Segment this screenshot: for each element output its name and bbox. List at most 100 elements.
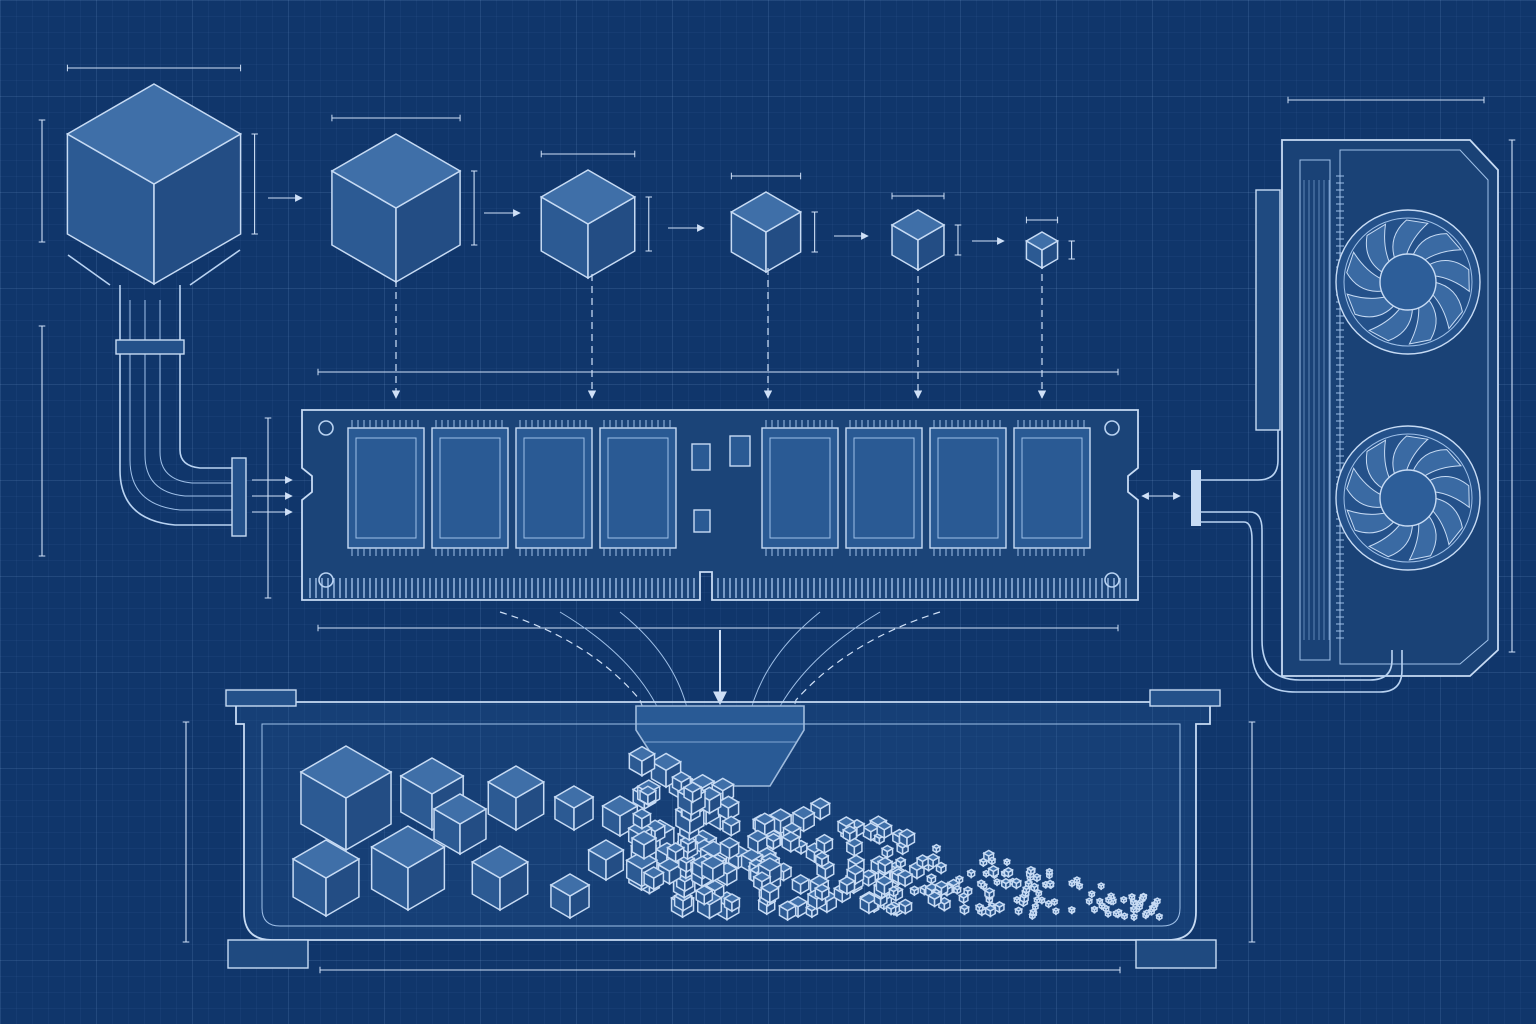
- pile-cube: [1072, 876, 1082, 885]
- ram-chip: [515, 420, 593, 556]
- pile-cube: [1029, 882, 1040, 893]
- pile-cube: [1075, 882, 1084, 891]
- intake-pipe: [38, 249, 293, 557]
- pile-cube: [957, 892, 970, 905]
- pile-cube: [757, 857, 783, 886]
- pile-cube: [1119, 895, 1128, 905]
- smd-component: [693, 509, 711, 533]
- pile-cube: [1010, 877, 1023, 890]
- pile-cube: [1032, 896, 1042, 905]
- pile-cube: [934, 861, 948, 875]
- cube-sequence: [38, 64, 1075, 286]
- fan: [1335, 425, 1481, 571]
- pile-cube: [777, 900, 798, 922]
- pile-cube: [1021, 884, 1032, 895]
- pile-cube: [299, 745, 393, 852]
- pile-cube: [780, 831, 801, 853]
- pile-cube: [860, 869, 877, 888]
- pile-cube: [718, 836, 741, 860]
- pile-cube: [887, 885, 900, 898]
- pile-cube: [370, 825, 446, 912]
- pile-cube: [1087, 890, 1096, 899]
- pile-cube: [1090, 905, 1099, 914]
- pile-cube: [974, 902, 985, 913]
- pile-cube: [966, 868, 977, 879]
- pile-cube: [976, 879, 986, 889]
- pile-cube: [909, 885, 920, 897]
- fan-blade: [1427, 476, 1470, 509]
- pile-cube: [874, 875, 895, 896]
- pile-cube: [1045, 867, 1054, 877]
- pile-cube: [790, 874, 811, 896]
- pile-cube: [894, 856, 907, 869]
- fan-blade: [1368, 306, 1414, 342]
- ram-chip: [929, 420, 1007, 556]
- ram-chip: [431, 420, 509, 556]
- fan: [1335, 209, 1481, 355]
- pile-cube: [1026, 865, 1036, 876]
- pile-cube: [897, 898, 914, 915]
- pile-cube: [666, 842, 686, 864]
- pile-cube: [885, 903, 898, 916]
- pile-cube: [627, 745, 657, 777]
- ram-chip: [599, 420, 677, 556]
- pile-cube: [694, 885, 714, 906]
- pile-cube: [1045, 879, 1055, 889]
- pile-cube: [838, 875, 856, 896]
- fan-hub: [1379, 253, 1437, 311]
- pile-cube: [1149, 903, 1159, 912]
- pile-cube: [896, 869, 914, 888]
- pipe-flange: [231, 457, 247, 537]
- tank-foot: [1135, 939, 1217, 969]
- pile-cube: [723, 893, 741, 913]
- fan-blade: [1392, 435, 1429, 477]
- ram-pcb: [301, 409, 1139, 601]
- pile-cube: [759, 881, 781, 905]
- fan-blade: [1346, 467, 1385, 508]
- pile-cube: [952, 885, 963, 895]
- pile-cube: [630, 830, 658, 861]
- pile-cube: [898, 828, 916, 848]
- sequence-cube: [65, 83, 243, 286]
- sequence-cube: [1024, 231, 1060, 270]
- pile-cube: [1014, 906, 1024, 916]
- pile-cube: [1112, 909, 1121, 918]
- tank-foot: [227, 939, 309, 969]
- pile-cube: [993, 901, 1006, 914]
- mount-hole: [318, 420, 334, 436]
- gpu-fans: [1335, 209, 1481, 571]
- fan-blade: [1430, 281, 1463, 330]
- pile-cube: [931, 843, 942, 854]
- pile-cube: [815, 833, 834, 855]
- pile-cube: [875, 820, 893, 840]
- pile-cube: [1120, 912, 1129, 921]
- tank-rim: [225, 689, 297, 707]
- fan-blade: [1408, 298, 1437, 345]
- pile-cube: [1097, 882, 1106, 891]
- fan-hub: [1379, 469, 1437, 527]
- gpu-heatsink-fins: [1303, 175, 1344, 640]
- pile-cube: [1129, 898, 1138, 907]
- fan-blade: [1411, 449, 1463, 478]
- pile-cube: [1142, 909, 1151, 918]
- pile-cube: [992, 878, 1002, 887]
- pile-cube: [880, 844, 895, 859]
- smd-component: [729, 435, 751, 467]
- pile-cube: [987, 856, 997, 866]
- pile-cube: [978, 857, 989, 868]
- cube-flow-arrows: [268, 194, 1005, 245]
- drop-lines: [391, 262, 1047, 399]
- fan-blade: [1346, 293, 1396, 318]
- pile-cube: [642, 866, 665, 891]
- pile-cube: [1155, 912, 1164, 922]
- pile-cube: [1050, 897, 1059, 907]
- pile-cube: [700, 855, 726, 883]
- pile-cube: [638, 785, 658, 806]
- tank-rim: [1149, 689, 1221, 707]
- pile-cube: [1104, 896, 1113, 905]
- pile-cube: [1129, 905, 1138, 914]
- pile-cube: [813, 883, 831, 902]
- pile-cube: [432, 793, 488, 856]
